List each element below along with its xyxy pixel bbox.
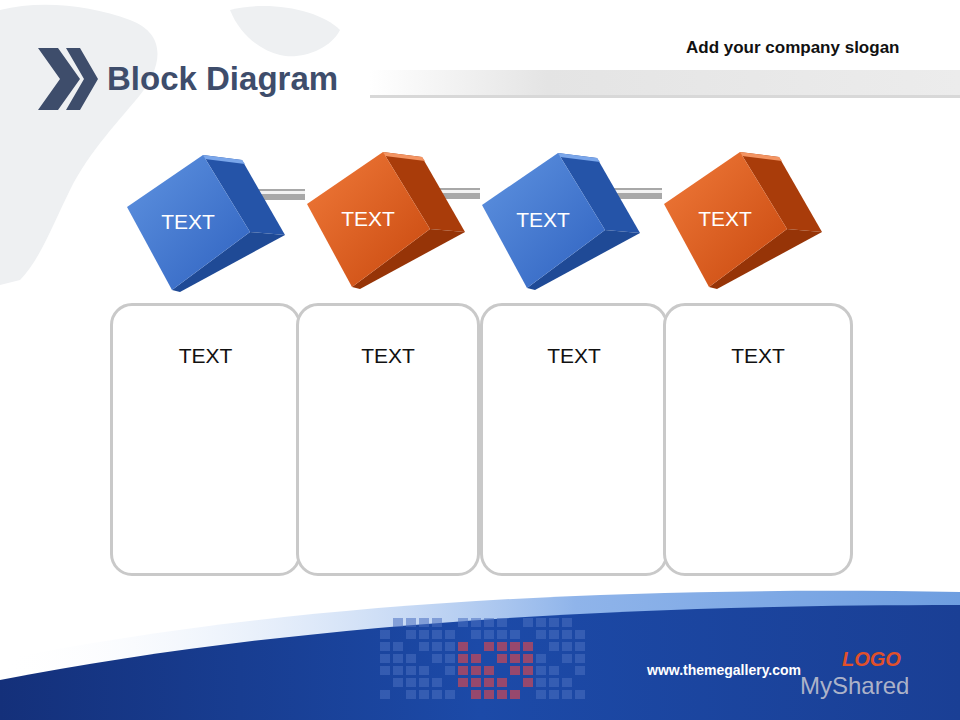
cube-label: TEXT <box>670 207 780 231</box>
content-box: TEXT <box>663 303 853 576</box>
cube-label: TEXT <box>313 207 423 231</box>
box-label: TEXT <box>299 344 477 368</box>
connector-rod <box>610 192 662 194</box>
content-box: TEXT <box>480 303 668 576</box>
header-rule <box>370 95 960 98</box>
website-url: www.themegallery.com <box>647 662 801 678</box>
logo-text: LOGO <box>842 648 901 671</box>
footer-wave <box>0 605 960 720</box>
cube-block: TEXT <box>305 147 435 292</box>
box-label: TEXT <box>483 344 665 368</box>
company-slogan: Add your company slogan <box>686 38 899 58</box>
cube-label: TEXT <box>133 210 243 234</box>
slide-title: Block Diagram <box>107 60 338 98</box>
cube-block: TEXT <box>125 150 255 295</box>
connector-rod <box>255 193 305 195</box>
content-box: TEXT <box>110 303 301 576</box>
logo-chevrons <box>38 48 98 110</box>
watermark: MyShared <box>800 672 909 700</box>
pixel-grid <box>380 618 585 699</box>
content-box: TEXT <box>296 303 480 576</box>
cube-block: TEXT <box>662 147 792 292</box>
box-label: TEXT <box>113 344 298 368</box>
footer-wave-light <box>0 591 960 720</box>
cube-label: TEXT <box>488 208 598 232</box>
cube-block: TEXT <box>480 148 610 293</box>
box-label: TEXT <box>666 344 850 368</box>
header-band <box>370 70 960 96</box>
